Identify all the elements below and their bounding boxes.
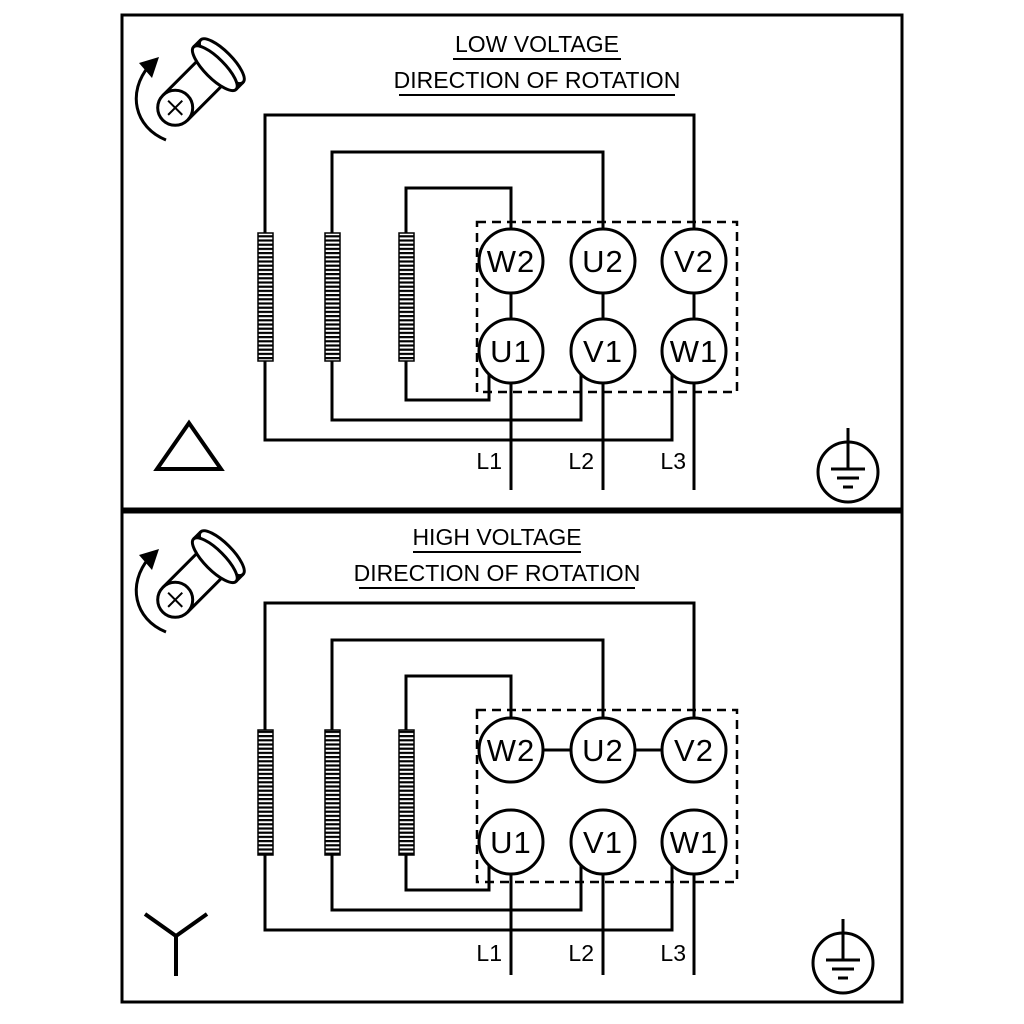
- terminal-label: U1: [490, 334, 532, 369]
- terminal-V1: V1: [569, 317, 637, 385]
- shaft-rotation-icon: [134, 523, 252, 635]
- wire-coil2-bottom-to-V1: [330, 853, 583, 912]
- winding-coil-1: [257, 232, 274, 362]
- panel-low-voltage: LOW VOLTAGE DIRECTION OF ROTATION W2 U2: [120, 13, 904, 511]
- terminal-V2: V2: [660, 716, 728, 784]
- terminal-U2: U2: [569, 227, 637, 295]
- supply-line-label-L2: L2: [568, 448, 594, 474]
- wire-coil2-top-to-U2: [330, 638, 605, 732]
- terminal-label: W2: [487, 244, 536, 279]
- winding-coil-1: [257, 729, 274, 856]
- wire-coil2-top-to-U2: [330, 150, 605, 235]
- earth-ground-icon: [816, 426, 880, 504]
- wire-coil1-top-to-V2: [263, 601, 696, 732]
- terminal-U1: U1: [477, 317, 545, 385]
- panel-title: HIGH VOLTAGE: [412, 524, 581, 550]
- terminal-block-outline: [475, 708, 739, 884]
- terminal-W2: W2: [477, 227, 545, 295]
- wire-coil1-bottom-to-W1: [263, 359, 674, 442]
- wire-coil3-top-to-W2: [404, 186, 513, 235]
- terminal-label: W1: [670, 825, 719, 860]
- panel-border: [120, 510, 904, 1004]
- terminal-U2: U2: [569, 716, 637, 784]
- wire-coil3-bottom-to-U1: [404, 359, 491, 402]
- terminal-U1: U1: [477, 808, 545, 876]
- winding-coil-2: [324, 232, 341, 362]
- supply-line-label-L1: L1: [476, 940, 502, 966]
- wire-coil3-top-to-W2: [404, 674, 513, 732]
- supply-line-label-L1: L1: [476, 448, 502, 474]
- winding-coil-3: [398, 729, 415, 856]
- terminal-label: U2: [582, 733, 624, 768]
- wire-coil3-bottom-to-U1: [404, 853, 491, 892]
- shaft-rotation-icon: [134, 31, 252, 143]
- terminal-label: W1: [670, 334, 719, 369]
- winding-coil-3: [398, 232, 415, 362]
- terminal-W1: W1: [660, 808, 728, 876]
- terminal-label: V1: [583, 334, 623, 369]
- terminal-label: V1: [583, 825, 623, 860]
- star-symbol: [143, 912, 209, 976]
- terminal-W2: W2: [477, 716, 545, 784]
- terminal-W1: W1: [660, 317, 728, 385]
- supply-line-label-L2: L2: [568, 940, 594, 966]
- panel-high-voltage: HIGH VOLTAGE DIRECTION OF ROTATION W2 U2: [120, 510, 904, 1004]
- winding-coil-2: [324, 729, 341, 856]
- panel-subtitle: DIRECTION OF ROTATION: [394, 67, 681, 93]
- terminal-block-outline: [475, 220, 739, 394]
- earth-ground-icon: [811, 917, 875, 995]
- delta-symbol: [153, 419, 225, 471]
- panel-title: LOW VOLTAGE: [455, 31, 619, 57]
- terminal-label: W2: [487, 733, 536, 768]
- terminal-V1: V1: [569, 808, 637, 876]
- terminal-label: V2: [674, 733, 714, 768]
- terminal-V2: V2: [660, 227, 728, 295]
- wire-coil1-top-to-V2: [263, 113, 696, 235]
- supply-line-label-L3: L3: [660, 448, 686, 474]
- panel-subtitle: DIRECTION OF ROTATION: [354, 560, 641, 586]
- terminal-label: U2: [582, 244, 624, 279]
- wire-coil1-bottom-to-W1: [263, 853, 674, 932]
- wire-coil2-bottom-to-V1: [330, 359, 583, 422]
- panel-border: [120, 13, 904, 511]
- terminal-label: U1: [490, 825, 532, 860]
- terminal-label: V2: [674, 244, 714, 279]
- supply-line-label-L3: L3: [660, 940, 686, 966]
